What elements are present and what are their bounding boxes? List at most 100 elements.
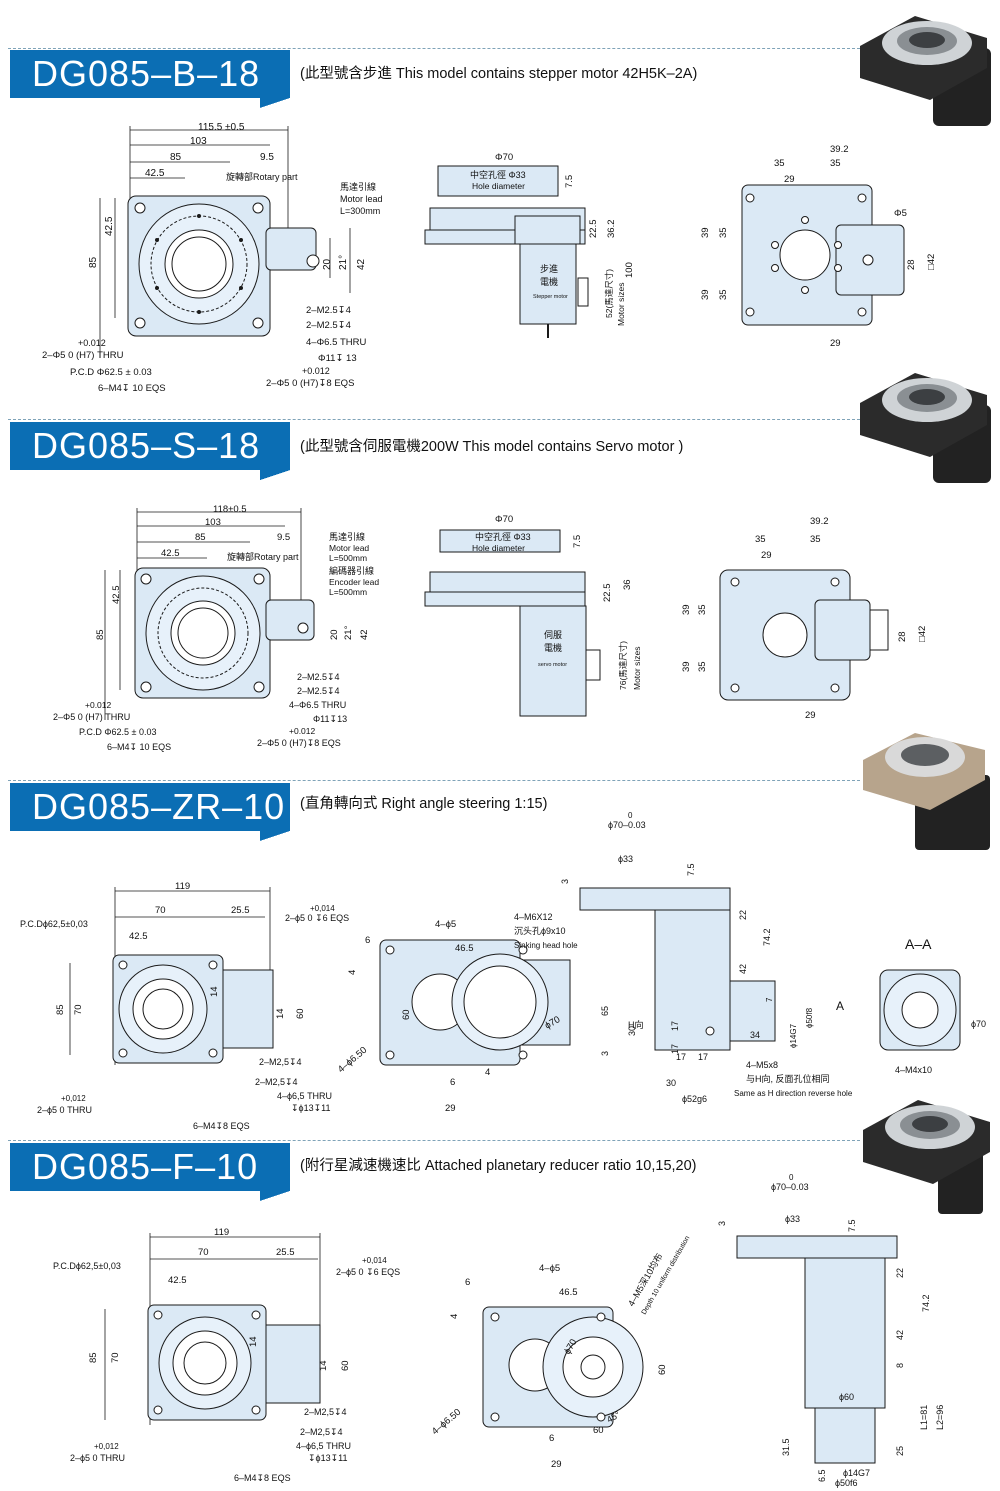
- dim-text: L1=81: [919, 1405, 929, 1430]
- callout-text: P.C.Dϕ62,5±0,03: [20, 919, 88, 929]
- dim-text: 60: [401, 1009, 412, 1020]
- callout-text: 2–M2.5↧4: [297, 686, 340, 696]
- dim-text: 70: [155, 905, 166, 916]
- encoder-lead-label: L=500mm: [329, 587, 367, 597]
- dim-text: 42: [359, 629, 370, 640]
- motor-label: 伺服: [544, 629, 562, 640]
- dim-text: 39: [681, 661, 692, 672]
- dim-text: 85: [170, 152, 182, 163]
- dim-text: 85: [95, 629, 106, 640]
- callout-text: 6–M4↧8 EQS: [193, 1121, 250, 1131]
- dim-text: 7.5: [564, 175, 575, 188]
- dim-text: ϕ70: [971, 1019, 986, 1029]
- dim-text: 103: [190, 136, 207, 147]
- dim-text: □42: [926, 254, 937, 270]
- dim-text: 103: [205, 517, 221, 528]
- side-view-drawing: 0 ϕ70–0.03 ϕ33 7.5 3 22 74.2 42 7 65 30 …: [514, 811, 853, 1104]
- side-view-drawing: Φ70 中空孔徑 Φ33 Hole diameter 7.5 22.5 36.2…: [424, 152, 635, 338]
- product-photo: [860, 373, 991, 483]
- callout-text: +0,014: [362, 1256, 387, 1265]
- dim-text: 4: [485, 1067, 490, 1078]
- callout-text: Sinking head hole: [514, 941, 578, 950]
- callout-text: Φ11↧ 13: [318, 353, 357, 364]
- top-view-drawing: 119 70 25.5 42.5 85 70 14 14 60 P.C.Dϕ62…: [20, 881, 349, 1131]
- dim-text: 42.5: [168, 1275, 187, 1286]
- model-description: (直角轉向式 Right angle steering 1:15): [300, 796, 548, 812]
- flange-view-drawing: 4–ϕ5 6 4 46.5 ϕ70 60 45° 4–ϕ6.50 6 60 29…: [430, 1235, 692, 1470]
- callout-text: +0.012: [78, 338, 106, 348]
- callout-text: 2–ϕ5 0 THRU: [37, 1105, 92, 1115]
- callout-text: P.C.Dϕ62,5±0,03: [53, 1261, 121, 1271]
- dim-text: 35: [697, 604, 708, 615]
- dim-text: 35: [718, 289, 729, 300]
- bottom-view-drawing: 39.2 35 35 29 39 35 39 35 28 □42 29: [681, 516, 928, 721]
- motor-lead-label: Motor lead: [329, 543, 369, 553]
- model-banner: DG085–B–18: [10, 50, 290, 108]
- dim-text: 70: [198, 1247, 209, 1258]
- dim-text: 28: [906, 259, 917, 270]
- dim-text: 20: [329, 629, 340, 640]
- motor-lead-label: L=300mm: [340, 206, 380, 216]
- dim-text: 17: [670, 1021, 680, 1031]
- callout-text: 2–M2.5↧4: [306, 320, 351, 331]
- callout-text: 2–Φ5 0 (H7) THRU: [42, 350, 124, 361]
- callout-text: 4–M6X12: [514, 912, 553, 922]
- dim-text: 70: [110, 1352, 121, 1363]
- callout-text: 2–Φ5 0 (H7)↧8 EQS: [266, 378, 354, 389]
- motor-label: 電機: [544, 642, 562, 653]
- dim-text: 39: [681, 604, 692, 615]
- dim-text: 42.5: [145, 168, 165, 179]
- callout-text: 4–ϕ6,5 THRU: [277, 1091, 332, 1101]
- dim-text: 76(馬達尺寸): [618, 641, 628, 690]
- dim-text: 30: [627, 1026, 637, 1036]
- dim-text: 25.5: [276, 1247, 295, 1258]
- callout-text: Same as H direction reverse hole: [734, 1089, 853, 1098]
- dim-text: 35: [718, 227, 729, 238]
- callout-text: ↧ϕ13↧11: [291, 1103, 330, 1113]
- motor-lead-label: 馬達引線: [340, 181, 376, 192]
- dim-text: 42: [738, 964, 748, 974]
- motor-lead-label: 馬達引線: [329, 531, 365, 542]
- dim-text: 8: [895, 1363, 905, 1368]
- dim-text: 29: [805, 710, 816, 721]
- dim-text: 85: [55, 1004, 66, 1015]
- dim-text: ϕ14G7: [843, 1468, 870, 1478]
- dim-text: 6: [549, 1433, 554, 1444]
- dim-text: 85: [195, 532, 206, 543]
- product-photo: [860, 16, 991, 126]
- callout-text: 2–M2,5↧4: [259, 1057, 302, 1067]
- callout-text: H向: [628, 1019, 644, 1030]
- motor-label: servo motor: [538, 662, 567, 668]
- dim-text: 39.2: [830, 144, 849, 155]
- top-view-drawing: 119 70 25.5 42.5 85 70 14 14 60 P.C.Dϕ62…: [53, 1227, 400, 1483]
- callout-text: +0.012: [302, 366, 330, 376]
- dim-text: 34: [750, 1030, 760, 1040]
- dim-text: 0: [628, 811, 633, 820]
- dim-text: 6: [450, 1077, 455, 1088]
- callout-text: 2–M2.5↧4: [297, 672, 340, 682]
- motor-lead-label: Motor lead: [340, 194, 383, 204]
- dim-text: Motor sizes: [616, 283, 626, 326]
- callout-text: 4–ϕ6,5 THRU: [296, 1441, 351, 1451]
- dim-text: ϕ60: [839, 1392, 854, 1402]
- callout-text: 2–Φ5 0 (H7) THRU: [53, 712, 130, 722]
- section-title: A–A: [905, 936, 932, 952]
- callout-text: Φ11↧13: [313, 714, 347, 724]
- dim-text: 21°: [338, 255, 349, 270]
- divider-line: [8, 48, 860, 49]
- rotary-part-label: 旋轉部Rotary part: [226, 171, 298, 182]
- dim-text: 3: [560, 879, 570, 884]
- dim-text: 42.5: [161, 548, 180, 559]
- dim-text: 35: [774, 158, 785, 169]
- dim-text: ϕ50f6: [835, 1478, 858, 1488]
- dim-text: 17: [698, 1052, 708, 1062]
- dim-text: 29: [445, 1103, 456, 1114]
- dim-text: 6: [465, 1277, 470, 1288]
- encoder-lead-label: 編碼器引線: [329, 565, 374, 576]
- section-s-18: DG085–S–18 (此型號含伺服電機200W This model cont…: [0, 373, 1000, 770]
- callout-text: 沉头孔ϕ9x10: [514, 926, 566, 936]
- dim-text: 74.2: [762, 928, 772, 946]
- dim-text: Hole diameter: [472, 181, 525, 191]
- dim-text: 60: [295, 1008, 306, 1019]
- callout-text: 4–Φ6.5 THRU: [306, 337, 367, 348]
